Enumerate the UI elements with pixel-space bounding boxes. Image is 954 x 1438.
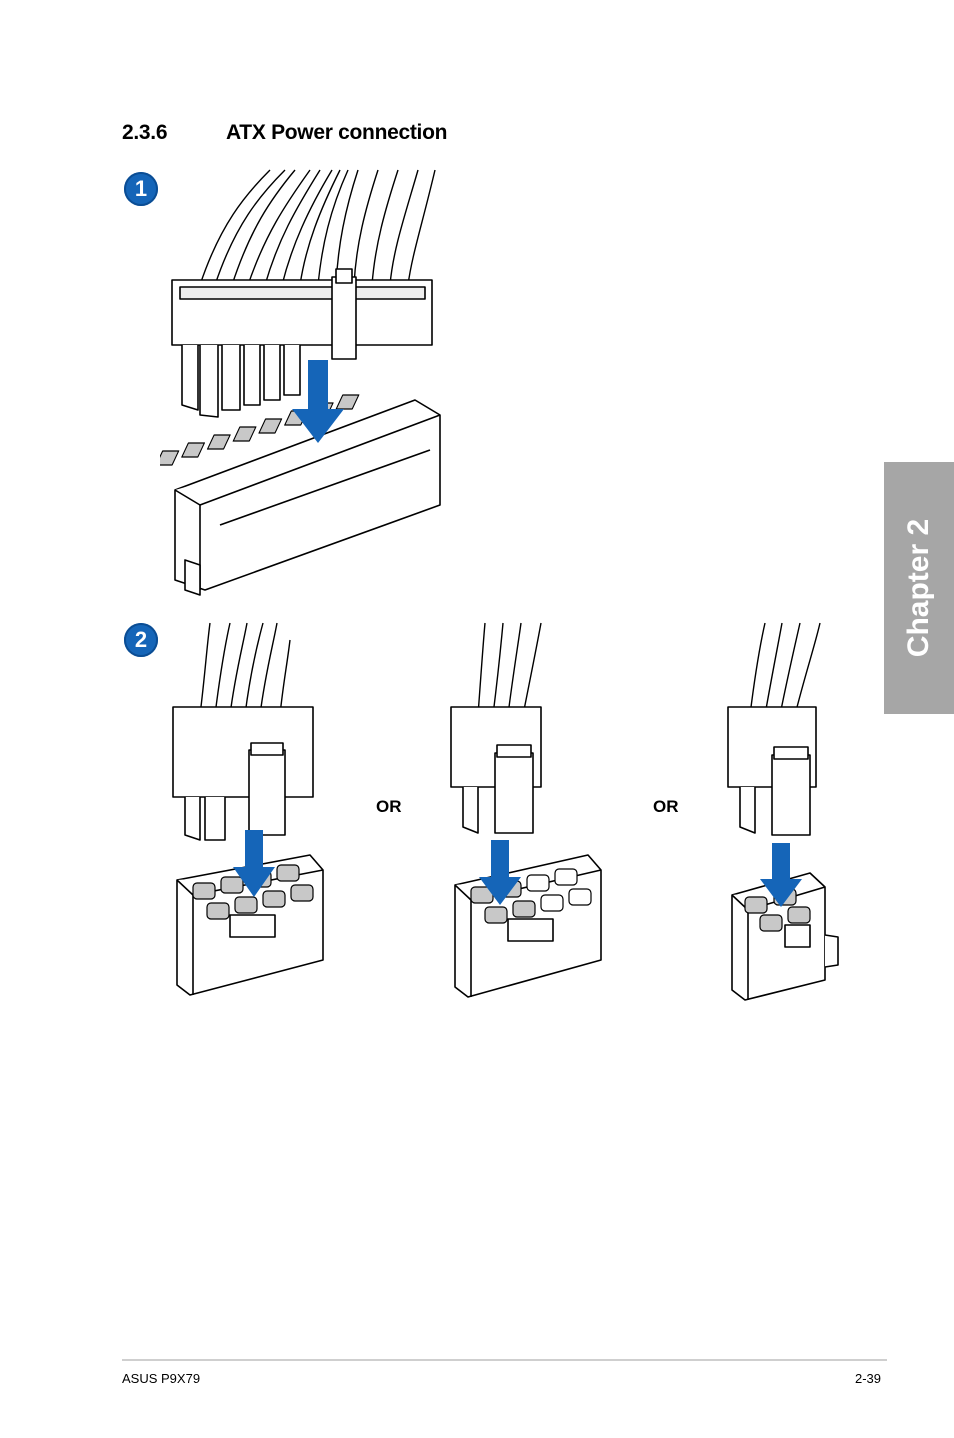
down-arrow-icon	[760, 843, 802, 907]
footer-page-number: 2-39	[855, 1371, 882, 1386]
footer-rule	[122, 1359, 887, 1361]
section-heading: 2.3.6 ATX Power connection	[122, 121, 447, 145]
or-label-1: OR	[376, 797, 402, 816]
down-arrow-icon	[479, 840, 521, 905]
footer-product: ASUS P9X79	[122, 1371, 201, 1386]
section-number: 2.3.6	[122, 121, 168, 144]
down-arrow-icon	[233, 830, 275, 897]
24-pin-cables	[199, 169, 436, 286]
8-pin-eatx-diagram	[172, 622, 324, 996]
4-pin-diagram	[727, 622, 839, 1001]
8-pin-eatx-socket-icon	[454, 854, 602, 998]
4-pin-plug-icon	[727, 706, 817, 836]
8-pin-eatx-diagram-alt	[450, 622, 602, 998]
24-pin-atx-plug-icon	[171, 268, 433, 418]
section-title: ATX Power connection	[226, 121, 448, 144]
chapter-tab: Chapter 2	[884, 462, 954, 714]
or-label-2: OR	[653, 797, 679, 816]
24-pin-atx-diagram	[160, 169, 441, 596]
down-arrow-icon	[292, 360, 344, 443]
step-2-badge: 2	[124, 623, 158, 657]
8-pin-eatx-plug-icon	[172, 706, 314, 841]
step-1-badge: 1	[124, 172, 158, 206]
24-pin-atx-socket-icon	[160, 394, 441, 596]
chapter-tab-label: Chapter 2	[902, 518, 935, 658]
8-pin-eatx-plug-icon	[450, 706, 542, 834]
